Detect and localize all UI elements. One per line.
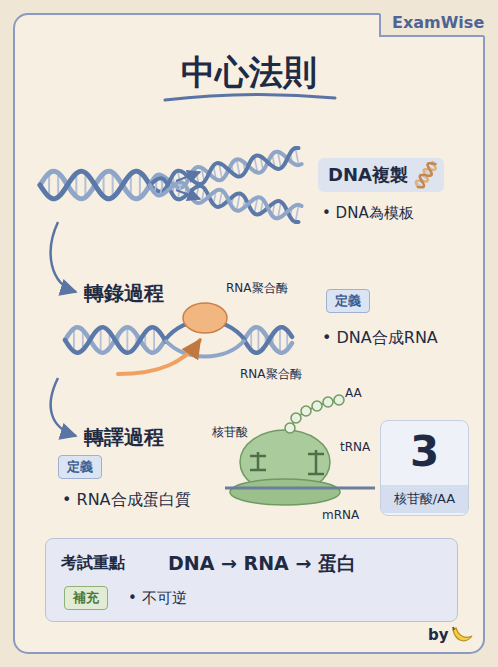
mrna-strand bbox=[225, 487, 375, 490]
dna-helix bbox=[40, 148, 302, 353]
text-label: AA bbox=[345, 386, 362, 400]
amino-acid-bead bbox=[312, 401, 322, 411]
dna-strand bbox=[65, 327, 166, 352]
node-text: • 不可逆 bbox=[128, 589, 187, 608]
trna-symbol bbox=[308, 450, 324, 474]
dna-strand bbox=[418, 163, 436, 187]
text-label: 核苷酸 bbox=[212, 424, 248, 441]
title-underline bbox=[165, 94, 335, 100]
brand-label: ExamWise bbox=[392, 13, 484, 32]
base-pair bbox=[100, 327, 102, 352]
base-pair bbox=[153, 327, 155, 352]
base-pair bbox=[279, 327, 281, 353]
tag-box: 補充 bbox=[64, 586, 108, 610]
flow-arrow bbox=[51, 378, 76, 436]
text-label: • DNA合成RNA bbox=[322, 328, 438, 349]
node-text: 補充 bbox=[73, 589, 99, 607]
amino-acid-bead bbox=[334, 395, 344, 405]
card-frame bbox=[14, 14, 484, 653]
text-label: mRNA bbox=[322, 508, 359, 522]
text-label: • RNA合成蛋白質 bbox=[62, 490, 191, 511]
node-text: 3 bbox=[381, 427, 468, 477]
trna-symbol bbox=[250, 452, 266, 470]
banana-icon bbox=[450, 624, 474, 646]
node-text: 定義 bbox=[335, 292, 361, 310]
node-text: 定義 bbox=[67, 458, 93, 476]
page-title: 中心法則 bbox=[0, 50, 498, 96]
dna-strand bbox=[416, 162, 436, 187]
banana-stem bbox=[453, 627, 454, 630]
dna-icon bbox=[414, 160, 438, 190]
key-point-panel: 考試重點 DNA → RNA → 蛋白 • 不可逆 補充 bbox=[45, 538, 458, 622]
text-label: by bbox=[428, 626, 449, 644]
amino-acid-bead bbox=[291, 413, 301, 423]
banana-shape bbox=[453, 628, 472, 641]
amino-chain bbox=[285, 395, 344, 433]
rna-polymerase bbox=[183, 303, 227, 333]
tab-notch bbox=[380, 6, 490, 36]
tag-box: 定義 bbox=[58, 455, 102, 479]
text-label: RNA聚合酶 bbox=[240, 366, 302, 383]
amino-acid-bead bbox=[285, 423, 295, 433]
node-text: 考試重點 bbox=[61, 553, 125, 574]
text-label: 轉錄過程 bbox=[84, 280, 164, 307]
transcription-figure bbox=[118, 303, 245, 374]
dna-strand bbox=[165, 340, 245, 357]
amino-acid-bead bbox=[323, 397, 333, 407]
text-label: RNA聚合酶 bbox=[226, 280, 288, 297]
tag-box: 定義 bbox=[326, 289, 370, 313]
ribosome-small bbox=[230, 479, 340, 505]
node-text: DNA複製 bbox=[328, 163, 408, 187]
ribosome-figure bbox=[225, 395, 375, 505]
dna-strand bbox=[40, 171, 152, 198]
text-label: • DNA為模板 bbox=[322, 204, 414, 223]
dna-strand bbox=[244, 327, 292, 353]
text-label: tRNA bbox=[340, 440, 370, 454]
fork-arrow bbox=[176, 190, 200, 199]
rna-strand bbox=[118, 340, 200, 374]
dna-strand bbox=[150, 182, 302, 218]
node-text: DNA → RNA → 蛋白 bbox=[168, 551, 356, 577]
tag-box: 核苷酸/AA bbox=[381, 485, 468, 513]
node-text: 核苷酸/AA bbox=[383, 490, 466, 508]
flow-arrow bbox=[51, 222, 76, 292]
dna-strand bbox=[40, 171, 152, 198]
amino-acid-bead bbox=[301, 406, 311, 416]
base-pair bbox=[126, 327, 128, 353]
dna-strand bbox=[65, 327, 166, 352]
tab-border bbox=[380, 14, 484, 36]
text-label: 轉譯過程 bbox=[84, 424, 164, 451]
number-box: 3 核苷酸/AA bbox=[380, 420, 469, 516]
dna-strand bbox=[244, 327, 292, 353]
base-pair bbox=[257, 327, 259, 352]
fork-arrow bbox=[176, 172, 200, 181]
